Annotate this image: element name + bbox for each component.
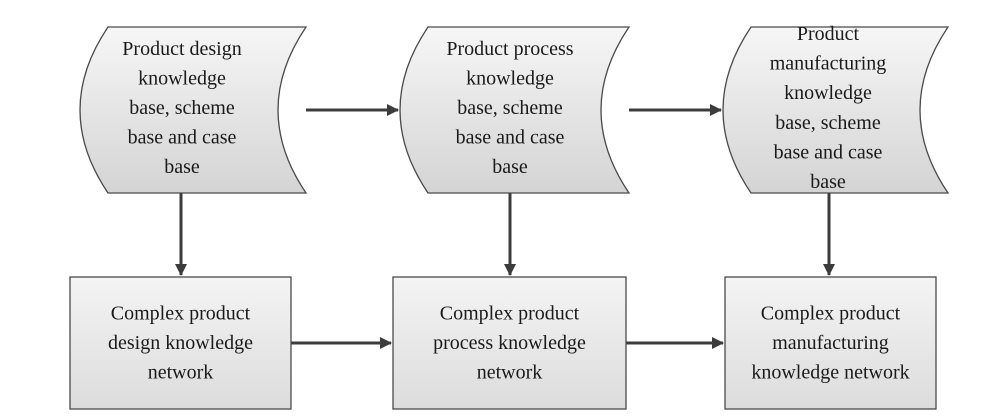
design-network-line: design knowledge (108, 332, 253, 354)
design-network-box: Complex product design knowledge network (69, 276, 292, 410)
design-kb-line: base and case (128, 127, 237, 149)
storage-shape (79, 26, 308, 194)
manufacturing-kb-line: Product (797, 23, 860, 45)
manufacturing-network-line: knowledge network (751, 362, 909, 384)
manufacturing-network-line: Complex product (761, 302, 901, 324)
process-network-box: Complex product process knowledge network (392, 276, 627, 410)
design-kb-line: base (164, 156, 200, 178)
manufacturing-kb-line: base (810, 171, 846, 193)
design-kb-line: knowledge (138, 67, 226, 89)
process-kb-line: Product process (446, 38, 573, 60)
process-network-line: process knowledge (433, 332, 586, 354)
process-kb-storage: Product process knowledge base, scheme base… (399, 26, 631, 194)
storage-shape (399, 26, 631, 194)
design-kb-line: Product design (122, 38, 241, 60)
process-network-line: Complex product (440, 302, 580, 324)
process-network-line: network (477, 362, 543, 384)
manufacturing-kb-line: base and case (774, 141, 883, 163)
process-kb-line: base and case (456, 127, 565, 149)
manufacturing-network-box: Complex product manufacturing knowledge ne… (724, 276, 937, 410)
process-kb-line: base, scheme (457, 97, 563, 119)
manufacturing-kb-storage: Product manufacturing knowledge base, schem… (722, 23, 950, 194)
manufacturing-kb-line: manufacturing (770, 53, 887, 75)
nodes-layer: Product design knowledge base, scheme base … (69, 23, 950, 410)
edges-layer (175, 104, 835, 349)
manufacturing-network-line: manufacturing (772, 332, 889, 354)
box-shape (724, 276, 937, 410)
design-kb-storage: Product design knowledge base, scheme base … (79, 26, 308, 194)
manufacturing-kb-line: knowledge (784, 82, 872, 104)
design-network-line: network (148, 362, 214, 384)
design-network-line: Complex product (111, 302, 251, 324)
box-shape (69, 276, 292, 410)
manufacturing-kb-line: base, scheme (775, 112, 881, 134)
design-kb-line: base, scheme (129, 97, 235, 119)
process-kb-line: base (492, 156, 528, 178)
box-shape (392, 276, 627, 410)
process-kb-line: knowledge (466, 67, 554, 89)
storage-shape (722, 26, 950, 194)
